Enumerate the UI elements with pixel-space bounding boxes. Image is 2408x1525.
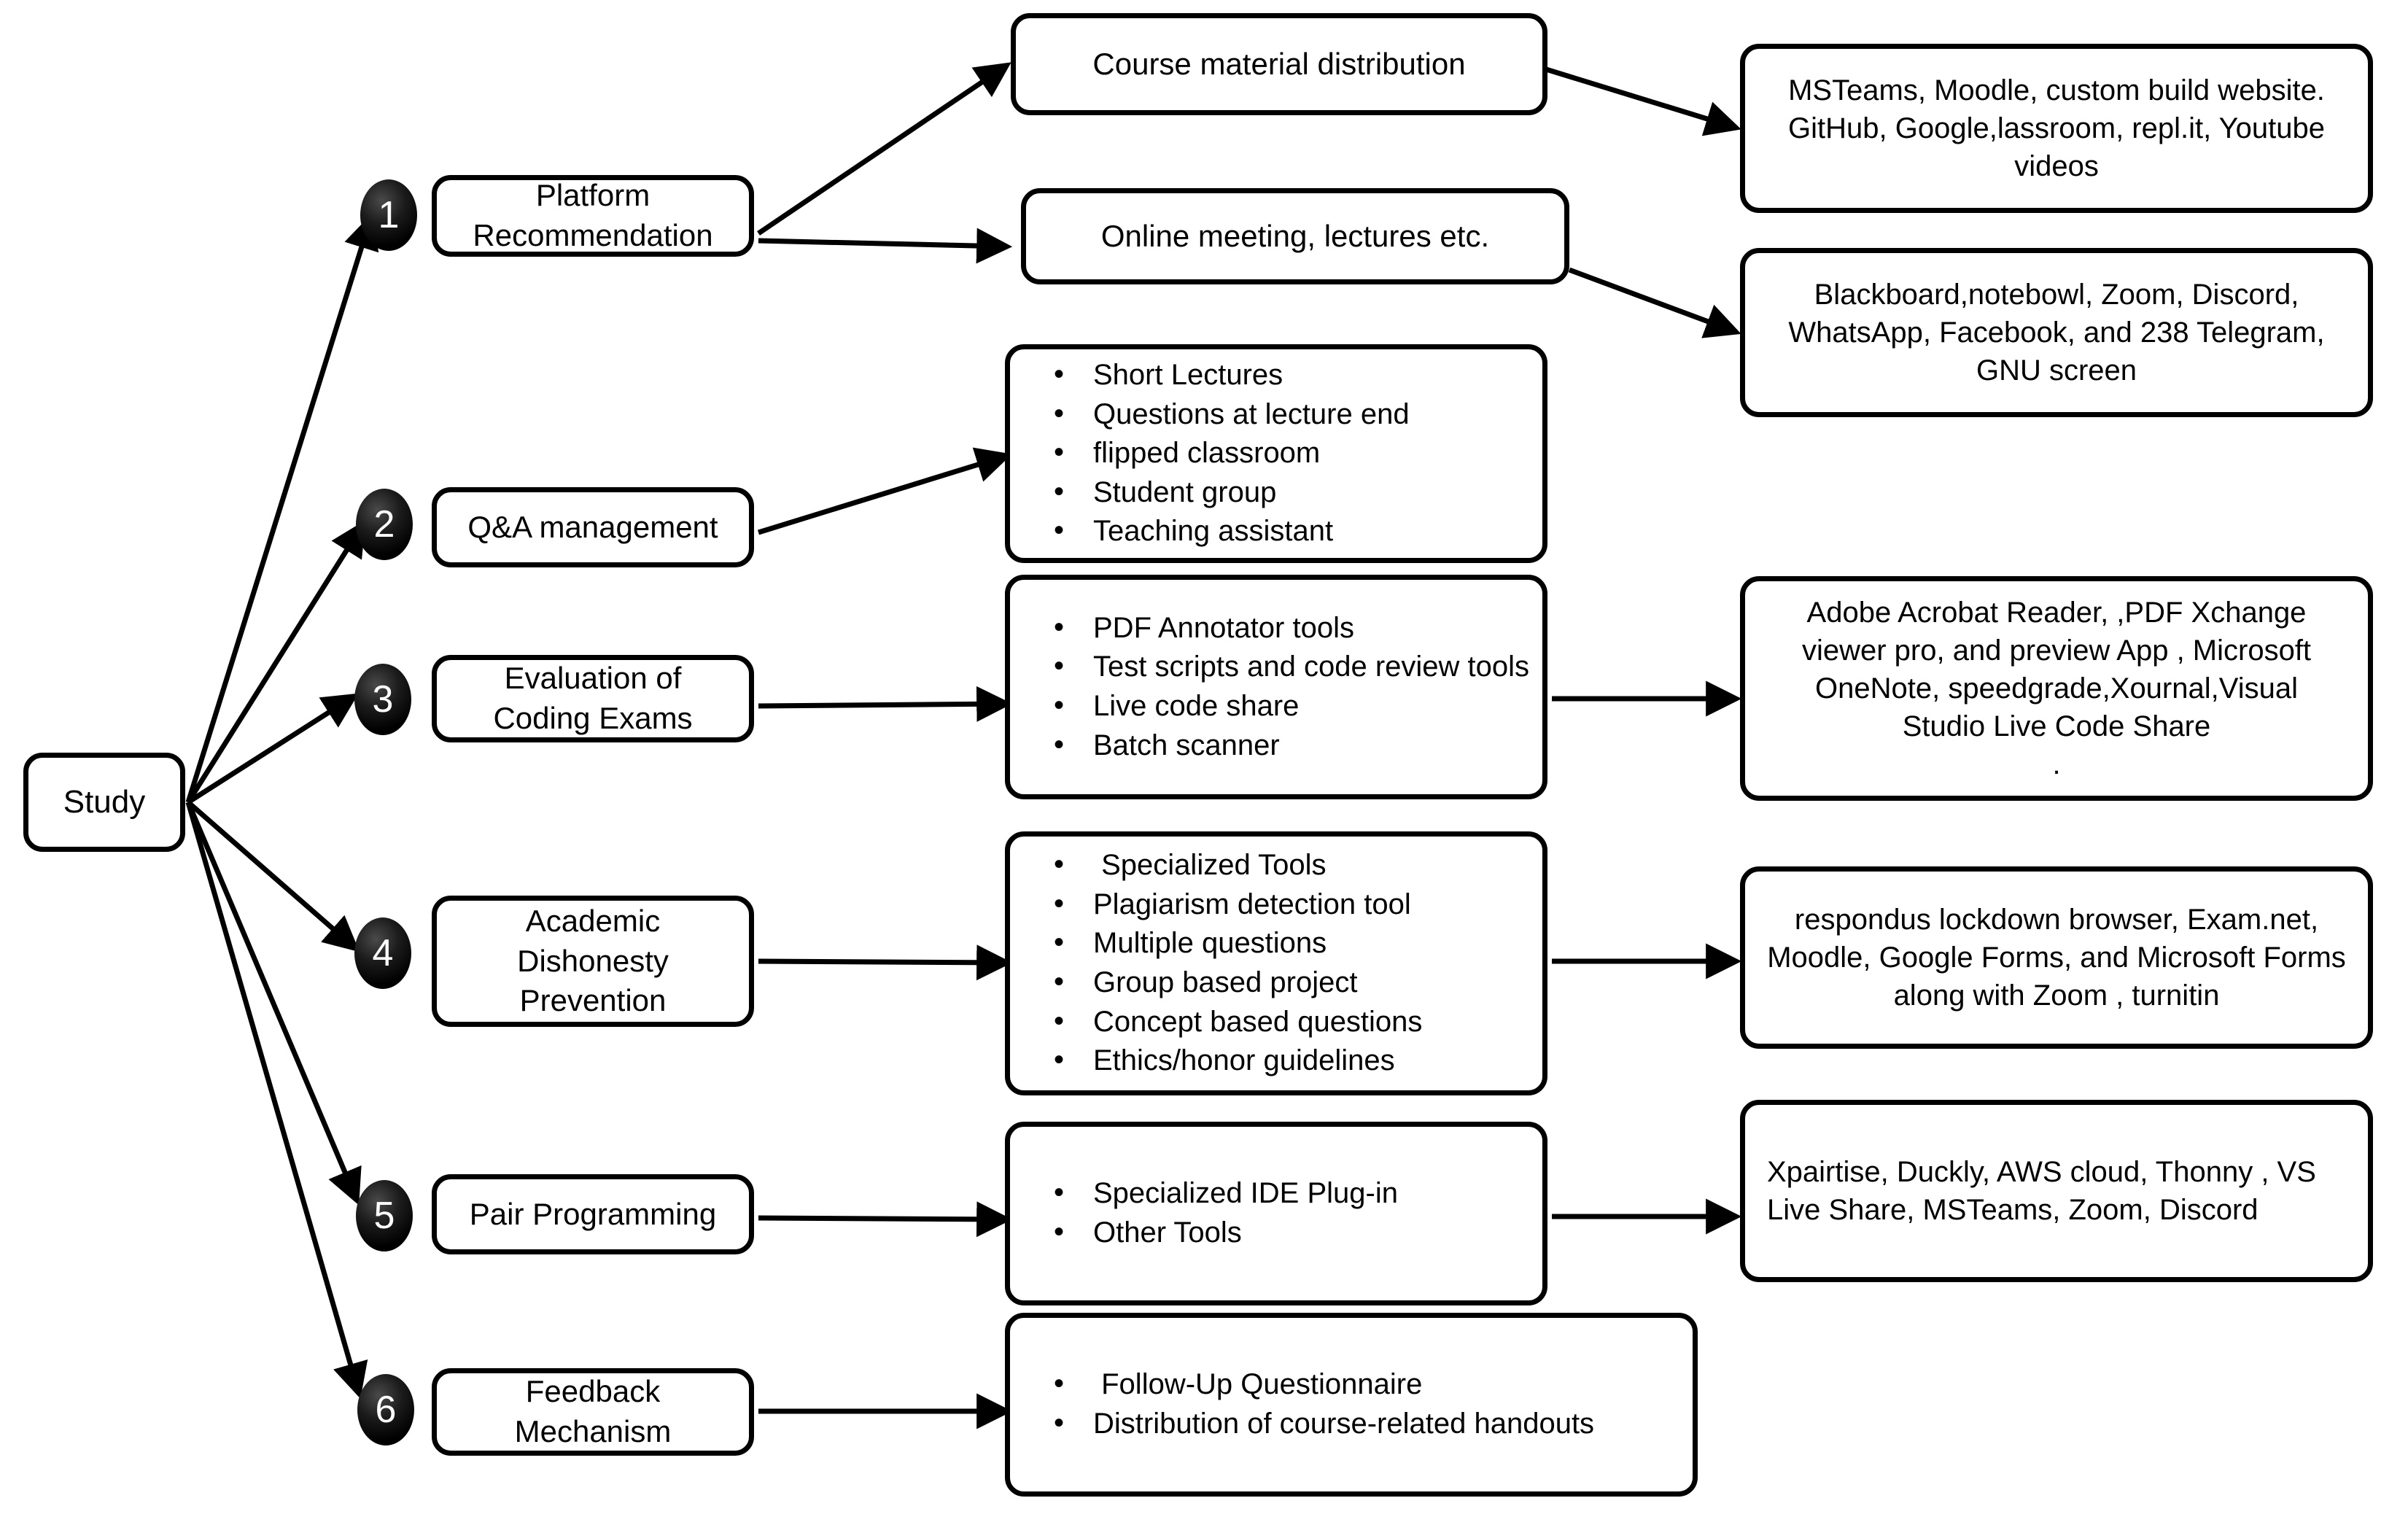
node-qa-management[interactable]: Q&A management (432, 487, 754, 567)
node-dishonesty-tools-text: respondus lockdown browser, Exam.net, Mo… (1767, 904, 2346, 1012)
list-item: Specialized Tools (1048, 845, 1542, 885)
edge-online-meeting-to-tools (1568, 267, 1741, 338)
list-item: Specialized IDE Plug-in (1048, 1173, 1542, 1214)
edge-study-to-2 (186, 520, 366, 804)
edge-study-to-3 (187, 693, 359, 804)
badge-2-label: 2 (373, 503, 395, 546)
badge-6: 6 (357, 1374, 414, 1446)
node-pair-programming-label: Pair Programming (469, 1196, 717, 1231)
edge-course-material-to-tools (1545, 66, 1741, 136)
node-platform-recommendation[interactable]: Platform Recommendation (432, 175, 754, 257)
badge-5: 5 (356, 1180, 413, 1252)
edge-2-to-bullets (757, 447, 1012, 535)
node-platform-recommendation-label: Platform Recommendation (473, 178, 713, 252)
node-qa-bullets[interactable]: Short Lectures Questions at lecture end … (1005, 344, 1547, 563)
node-course-material-distribution-label: Course material distribution (1092, 46, 1466, 81)
node-academic-dishonesty-prevention-label: Academic Dishonesty Prevention (517, 904, 669, 1018)
node-feedback-bullets[interactable]: Follow-Up Questionnaire Distribution of … (1005, 1313, 1698, 1497)
list-item: Student group (1048, 473, 1542, 513)
badge-2: 2 (356, 489, 413, 560)
badge-1-label: 1 (378, 194, 400, 236)
badge-4: 4 (354, 917, 411, 989)
list-item: Group based project (1048, 963, 1542, 1003)
list-item: Multiple questions (1048, 923, 1542, 963)
list-item: flipped classroom (1048, 433, 1542, 473)
badge-6-label: 6 (375, 1389, 397, 1431)
node-course-material-tools[interactable]: MSTeams, Moodle, custom build website. G… (1740, 44, 2373, 213)
list-item: Distribution of course-related handouts (1048, 1404, 1693, 1444)
node-evaluation-coding-exams[interactable]: Evaluation of Coding Exams (432, 655, 754, 742)
badge-3-label: 3 (372, 678, 394, 721)
edge-study-to-1 (185, 213, 379, 804)
list-item: Concept based questions (1048, 1002, 1542, 1042)
list-item: Teaching assistant (1048, 511, 1542, 551)
list-item: Live code share (1048, 686, 1542, 726)
edge-4-to-bullets (758, 944, 1013, 981)
pair-bullet-list: Specialized IDE Plug-in Other Tools (1010, 1173, 1542, 1253)
edge-3-to-bullets (758, 686, 1013, 722)
list-item: Batch scanner (1048, 726, 1542, 766)
edge-1-to-course-material (757, 62, 1011, 236)
list-item: Follow-Up Questionnaire (1048, 1365, 1693, 1405)
node-online-meeting-tools-text: Blackboard,notebowl, Zoom, Discord, What… (1788, 279, 2325, 387)
list-item: Plagiarism detection tool (1048, 885, 1542, 925)
node-academic-dishonesty-prevention[interactable]: Academic Dishonesty Prevention (432, 896, 754, 1027)
list-item: Questions at lecture end (1048, 395, 1542, 435)
badge-1: 1 (360, 179, 417, 251)
node-online-meeting[interactable]: Online meeting, lectures etc. (1021, 188, 1569, 284)
feedback-bullet-list: Follow-Up Questionnaire Distribution of … (1010, 1365, 1693, 1443)
coding-bullet-list: PDF Annotator tools Test scripts and cod… (1010, 608, 1542, 766)
badge-5-label: 5 (373, 1195, 395, 1237)
node-online-meeting-label: Online meeting, lectures etc. (1100, 218, 1490, 253)
edge-study-to-4 (186, 800, 360, 952)
list-item: Test scripts and code review tools (1048, 647, 1542, 687)
node-course-material-distribution[interactable]: Course material distribution (1011, 13, 1547, 115)
node-pair-tools[interactable]: Xpairtise, Duckly, AWS cloud, Thonny , V… (1740, 1100, 2373, 1282)
node-dishonesty-bullets[interactable]: Specialized Tools Plagiarism detection t… (1005, 831, 1547, 1095)
list-item: Ethics/honor guidelines (1048, 1041, 1542, 1081)
node-study-label: Study (63, 784, 146, 820)
node-evaluation-coding-exams-label: Evaluation of Coding Exams (493, 661, 693, 735)
node-pair-tools-text: Xpairtise, Duckly, AWS cloud, Thonny , V… (1767, 1156, 2316, 1226)
edge-study-to-6 (185, 802, 368, 1399)
edge-1-to-online-meeting (758, 228, 1013, 264)
badge-4-label: 4 (372, 932, 394, 974)
qa-bullet-list: Short Lectures Questions at lecture end … (1010, 355, 1542, 551)
node-study[interactable]: Study (23, 753, 185, 852)
node-feedback-mechanism-label: Feedback Mechanism (514, 1374, 672, 1448)
node-course-material-tools-text: MSTeams, Moodle, custom build website. G… (1788, 74, 2325, 182)
list-item: Short Lectures (1048, 355, 1542, 395)
dishonesty-bullet-list: Specialized Tools Plagiarism detection t… (1010, 845, 1542, 1081)
node-coding-tools-text: Adobe Acrobat Reader, ,PDF Xchange viewe… (1801, 597, 2312, 780)
node-feedback-mechanism[interactable]: Feedback Mechanism (432, 1368, 754, 1456)
node-coding-tools[interactable]: Adobe Acrobat Reader, ,PDF Xchange viewe… (1740, 576, 2373, 801)
node-qa-management-label: Q&A management (467, 509, 718, 544)
node-dishonesty-tools[interactable]: respondus lockdown browser, Exam.net, Mo… (1740, 866, 2373, 1049)
node-pair-programming[interactable]: Pair Programming (432, 1174, 754, 1254)
list-item: Other Tools (1048, 1213, 1542, 1253)
node-coding-bullets[interactable]: PDF Annotator tools Test scripts and cod… (1005, 575, 1547, 799)
badge-3: 3 (354, 664, 411, 735)
edge-5-to-bullets (758, 1201, 1013, 1238)
node-pair-bullets[interactable]: Specialized IDE Plug-in Other Tools (1005, 1122, 1547, 1305)
list-item: PDF Annotator tools (1048, 608, 1542, 648)
node-online-meeting-tools[interactable]: Blackboard,notebowl, Zoom, Discord, What… (1740, 248, 2373, 417)
edge-study-to-5 (185, 801, 362, 1206)
